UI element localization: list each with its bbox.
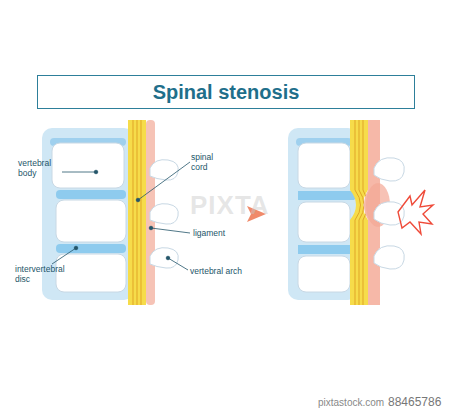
leader-dot [136,198,140,202]
nerve-line [141,120,142,305]
leader-line [62,172,96,173]
vertebral-body-shape [56,254,126,292]
leader-dot [166,256,170,260]
vertebral-arch-shape [150,204,178,224]
part-label: vertebral arch [190,266,270,276]
leader-dot [94,170,98,174]
nerve-line [133,120,134,305]
vertebral-arch-shape [374,158,404,181]
title: Spinal stenosis [153,81,300,104]
pain-burst [398,190,433,234]
disc [56,244,126,253]
leader-line [52,248,76,264]
watermark: PIXTA [190,190,310,221]
leader-line [151,228,190,233]
vertebral-arch-shape [150,248,178,268]
nerve-line [137,120,138,305]
spine-background [42,128,134,300]
disc [56,190,126,199]
stenosis-spine [288,120,433,305]
leader-dot [74,246,78,250]
leader-dot [149,226,153,230]
nerve-line [355,120,361,305]
vertebral-arch-shape [150,160,178,180]
part-label: intervertebral disc [15,264,73,284]
normal-spine [42,120,178,305]
bulging-disc [298,191,357,200]
vertebral-arch-shape [374,246,404,269]
vertebral-body-shape [52,143,124,188]
part-label: ligament [193,228,253,238]
vertebral-body-shape [298,143,350,188]
vertebral-body-shape [298,256,350,292]
part-label: vertebral body [18,158,68,178]
leader-line [168,258,188,270]
title-box: Spinal stenosis [37,75,415,109]
vertebral-body-shape [56,200,126,242]
part-label: spinal cord [191,152,231,172]
bulging-disc [298,245,357,254]
spinal-cord-shape [128,120,146,305]
leader-line [138,162,190,200]
leader-lines [52,162,190,270]
vertebral-body-shape [298,202,350,242]
watermark: 88465786 [388,395,450,409]
spine-background [288,128,358,300]
